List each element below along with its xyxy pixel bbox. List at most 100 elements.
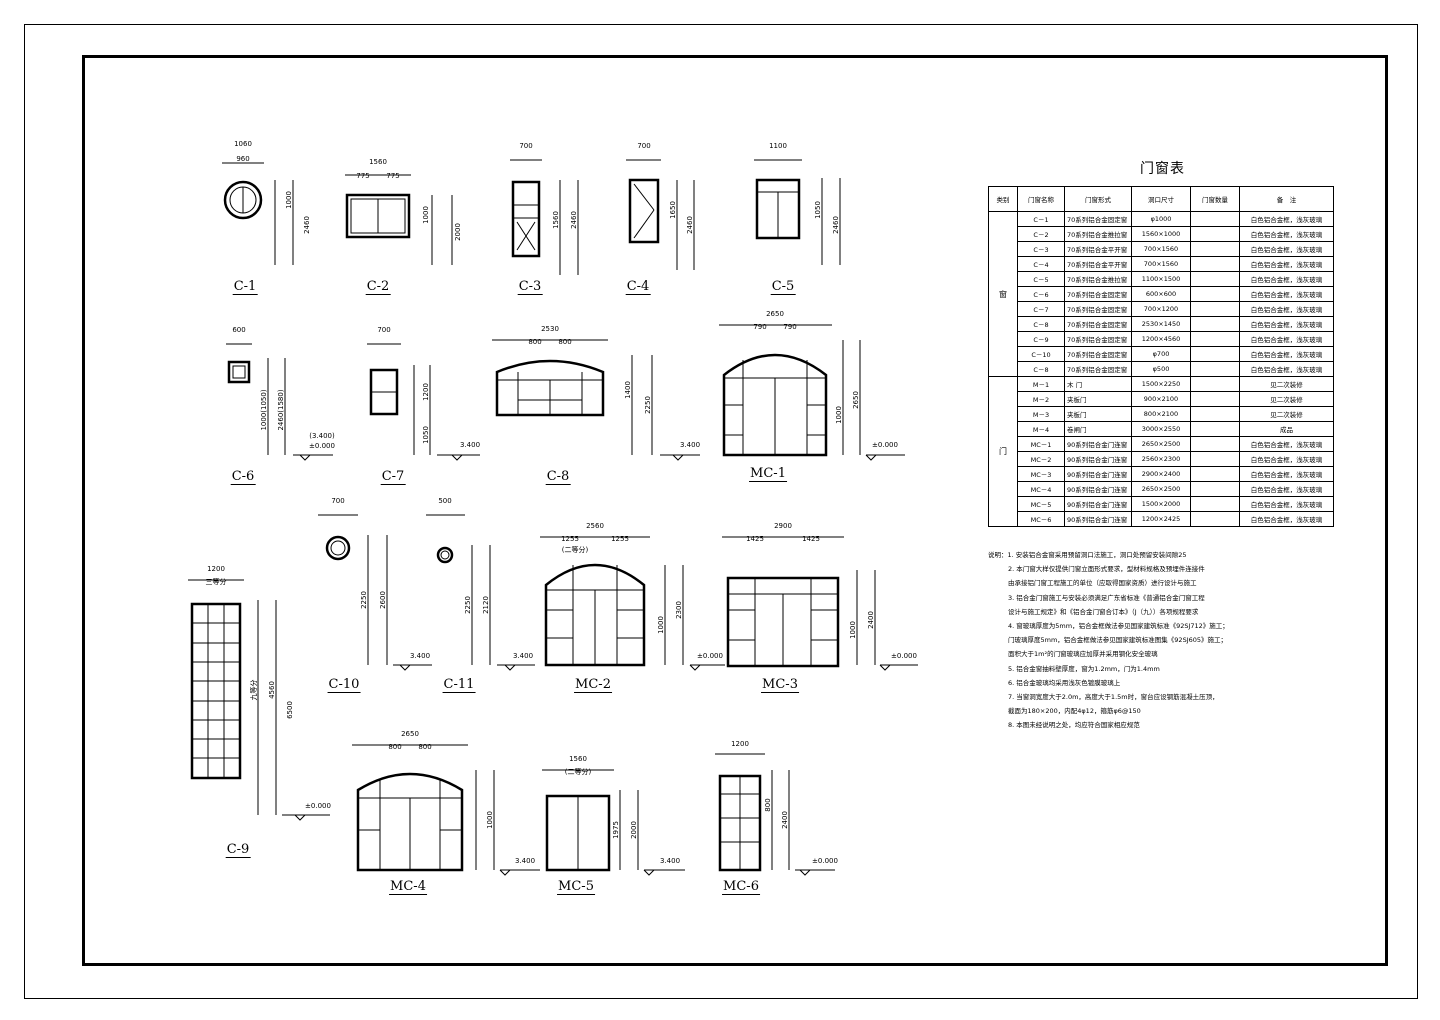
row-type: 90系列铝合金门连窗 <box>1064 496 1132 512</box>
c8-total-dim: 2250 <box>644 396 652 414</box>
c9-total-dim: 6500 <box>286 701 294 719</box>
row-type: 90系列铝合金门连窗 <box>1064 436 1132 452</box>
label-c4: C-4 <box>625 279 651 295</box>
row-remark: 白色铝合金框，浅灰玻璃 <box>1239 331 1334 347</box>
row-remark: 成品 <box>1239 421 1334 437</box>
c2-left-dim: 775 <box>356 172 370 180</box>
mc4-width-dim: 2650 <box>401 730 419 738</box>
c9-elevation <box>188 579 330 816</box>
mc3-width-dim: 2900 <box>774 522 792 530</box>
c10-width-dim: 700 <box>331 497 345 505</box>
mc5-level: 3.400 <box>659 857 681 865</box>
label-mc5: MC-5 <box>557 879 595 895</box>
row-type: 70系列铝合金推拉窗 <box>1064 271 1132 287</box>
row-name: MC－6 <box>1017 511 1065 527</box>
label-mc6: MC-6 <box>722 879 760 895</box>
col-type: 门窗形式 <box>1064 186 1132 212</box>
row-remark: 白色铝合金框，浅灰玻璃 <box>1239 256 1334 272</box>
c7-elevation <box>367 343 480 456</box>
row-type: 夹板门 <box>1064 391 1132 407</box>
row-name: C－4 <box>1017 256 1065 272</box>
row-type: 卷闸门 <box>1064 421 1132 437</box>
c9-level: ±0.000 <box>305 802 331 810</box>
schedule-header-row: 类别 门窗名称 门窗形式 洞口尺寸 门窗数量 备 注 <box>988 186 1334 212</box>
row-remark: 白色铝合金框，浅灰玻璃 <box>1239 226 1334 242</box>
label-c1: C-1 <box>232 279 258 295</box>
c6-total-dim: 2460(1580) <box>277 389 285 431</box>
row-qty <box>1190 406 1240 422</box>
col-size: 洞口尺寸 <box>1131 186 1191 212</box>
note-line: 由承接铝门窗工程施工的单位（应取得国家资质）进行设计与施工 <box>1008 579 1197 588</box>
row-remark: 白色铝合金框，浅灰玻璃 <box>1239 301 1334 317</box>
mc3-elevation <box>722 536 918 668</box>
row-size: 2530×1450 <box>1131 316 1191 332</box>
row-type: 70系列铝合金推拉窗 <box>1064 226 1132 242</box>
row-type: 90系列铝合金门连窗 <box>1064 481 1132 497</box>
label-mc1: MC-1 <box>749 466 787 482</box>
row-qty <box>1190 436 1240 452</box>
c8-width-dim: 2530 <box>541 325 559 333</box>
row-name: C－3 <box>1017 241 1065 257</box>
row-qty <box>1190 376 1240 392</box>
row-size: 1200×4560 <box>1131 331 1191 347</box>
row-name: M－3 <box>1017 406 1065 422</box>
label-c6: C-6 <box>230 469 256 485</box>
row-name: C－8 <box>1017 361 1065 377</box>
row-remark: 白色铝合金框，浅灰玻璃 <box>1239 481 1334 497</box>
note-line: 2. 本门窗大样仅提供门窗立面形式要求，型材料规格及预埋件连接件 <box>1008 565 1205 574</box>
row-size: 900×2100 <box>1131 391 1191 407</box>
mc5-division-note: (二等分) <box>564 768 592 776</box>
row-size: 2900×2400 <box>1131 466 1191 482</box>
note-line: 门玻璃厚度5mm，铝合金框做法参见国家建筑标准图集《92SJ605》施工； <box>1008 636 1228 645</box>
mc2-v-dim: 1000 <box>657 616 665 634</box>
row-name: MC－1 <box>1017 436 1065 452</box>
row-qty <box>1190 451 1240 467</box>
row-size: 2650×2500 <box>1131 436 1191 452</box>
c8-mid-dim-2: 800 <box>558 338 572 346</box>
c1-elevation <box>222 162 294 265</box>
row-type: 70系列铝合金固定窗 <box>1064 286 1132 302</box>
c1-total-dim: 2460 <box>303 216 311 234</box>
mc1-width-dim: 2650 <box>766 310 784 318</box>
row-type: 90系列铝合金门连窗 <box>1064 511 1132 527</box>
row-qty <box>1190 226 1240 242</box>
row-qty <box>1190 301 1240 317</box>
c1-v-dim: 1000 <box>285 191 293 209</box>
note-line: 6. 铝合金玻璃均采用浅灰色镀膜玻璃上 <box>1008 678 1121 687</box>
row-remark: 白色铝合金框，浅灰玻璃 <box>1239 316 1334 332</box>
drawing-frame <box>82 55 1388 966</box>
row-size: 700×1560 <box>1131 241 1191 257</box>
row-qty <box>1190 421 1240 437</box>
row-name: MC－4 <box>1017 481 1065 497</box>
row-size: 2650×2500 <box>1131 481 1191 497</box>
row-qty <box>1190 256 1240 272</box>
row-type: 夹板门 <box>1064 406 1132 422</box>
row-qty <box>1190 481 1240 497</box>
row-type: 70系列铝合金固定窗 <box>1064 346 1132 362</box>
c2-width-dim: 1560 <box>369 158 387 166</box>
c8-mid-dim: 800 <box>528 338 542 346</box>
mc2-elevation <box>540 536 725 667</box>
c4-width-dim: 700 <box>637 142 651 150</box>
mc4-mid-dim: 800 <box>388 743 402 751</box>
c2-elevation <box>345 174 453 265</box>
row-name: MC－3 <box>1017 466 1065 482</box>
row-name: M－1 <box>1017 376 1065 392</box>
mc5-elevation <box>542 769 685 872</box>
row-qty <box>1190 496 1240 512</box>
label-c2: C-2 <box>365 279 391 295</box>
mc1-level: ±0.000 <box>872 441 898 449</box>
col-name: 门窗名称 <box>1017 186 1065 212</box>
c6-v-dim: 1000(1050) <box>260 389 268 431</box>
note-line: 4. 窗玻璃厚度为5mm，铝合金框做法参见国家建筑标准《92SJ712》施工； <box>1008 622 1229 631</box>
c9-division-note: 三等分 <box>205 578 227 586</box>
mc2-left-dim: 1255 <box>561 535 579 543</box>
c10-v-dim: 2250 <box>360 591 368 609</box>
